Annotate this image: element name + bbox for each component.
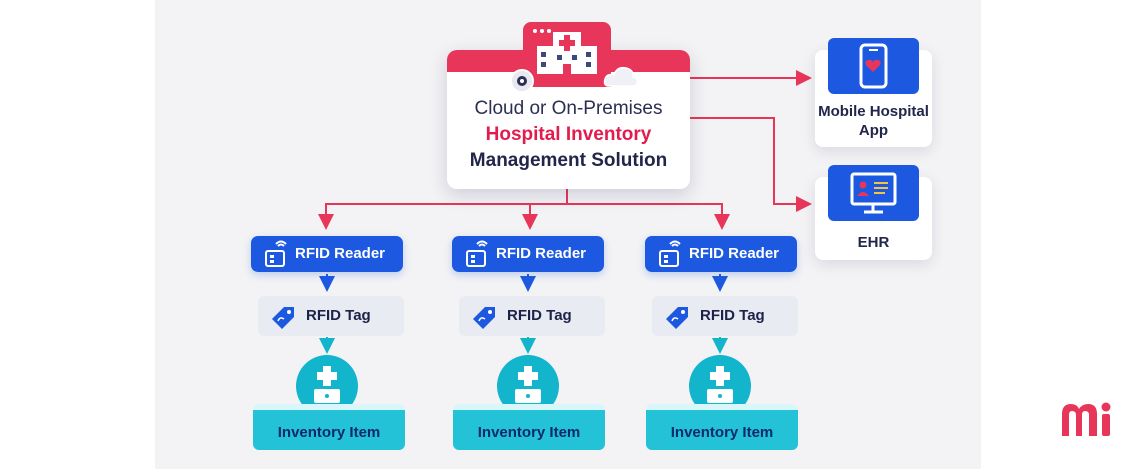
rfid-tag-1: RFID Tag	[258, 296, 404, 336]
hospital-icon	[523, 22, 611, 87]
phone-icon	[828, 38, 919, 94]
inventory-item-3: Inventory Item	[646, 404, 798, 450]
solution-text: Cloud or On-Premises Hospital Inventory …	[447, 96, 690, 174]
solution-line-2: Hospital Inventory	[485, 124, 652, 145]
inventory-item-label: Inventory Item	[670, 424, 774, 441]
rfid-tag-label: RFID Tag	[700, 307, 765, 324]
brand-logo	[1062, 402, 1111, 436]
rfid-tag-2: RFID Tag	[459, 296, 605, 336]
rfid-reader-label: RFID Reader	[295, 245, 386, 262]
ehr-label: EHR	[857, 234, 890, 251]
rfid-reader-label: RFID Reader	[496, 245, 587, 262]
rfid-reader-1: RFID Reader	[251, 236, 403, 272]
gear-icon	[510, 69, 534, 93]
solution-line-1: Cloud or On-Premises	[474, 98, 663, 119]
inventory-item-band	[253, 410, 405, 450]
rfid-tag-label: RFID Tag	[306, 307, 371, 324]
tag-icon	[473, 307, 495, 329]
inventory-item-1: Inventory Item	[253, 404, 405, 450]
monitor-icon	[828, 165, 919, 221]
rfid-reader-icon	[466, 240, 488, 267]
rfid-tag-label: RFID Tag	[507, 307, 572, 324]
solution-card: Cloud or On-Premises Hospital Inventory …	[447, 50, 690, 189]
rfid-reader-label: RFID Reader	[689, 245, 780, 262]
rfid-reader-icon	[659, 240, 681, 267]
rfid-reader-icon	[265, 240, 287, 267]
mobile-app-card: Mobile Hospital App	[815, 38, 932, 147]
arrow-to-reader-3	[567, 203, 730, 230]
solution-line-3: Management Solution	[469, 150, 668, 171]
ehr-card: EHR	[815, 165, 932, 260]
inventory-item-2: Inventory Item	[453, 404, 605, 450]
arrow-trunk	[318, 189, 568, 230]
rfid-reader-3: RFID Reader	[645, 236, 797, 272]
tag-icon	[272, 307, 294, 329]
cloud-icon	[603, 66, 639, 87]
rfid-reader-2: RFID Reader	[452, 236, 604, 272]
inventory-item-label: Inventory Item	[477, 424, 581, 441]
tag-icon	[666, 307, 688, 329]
inventory-item-band	[453, 410, 605, 450]
inventory-item-band	[646, 410, 798, 450]
inventory-item-label: Inventory Item	[277, 424, 381, 441]
arrow-to-ehr	[690, 117, 812, 212]
solution-card-body	[451, 72, 686, 185]
rfid-tag-3: RFID Tag	[652, 296, 798, 336]
mobile-app-label: Mobile Hospital App	[818, 103, 929, 139]
